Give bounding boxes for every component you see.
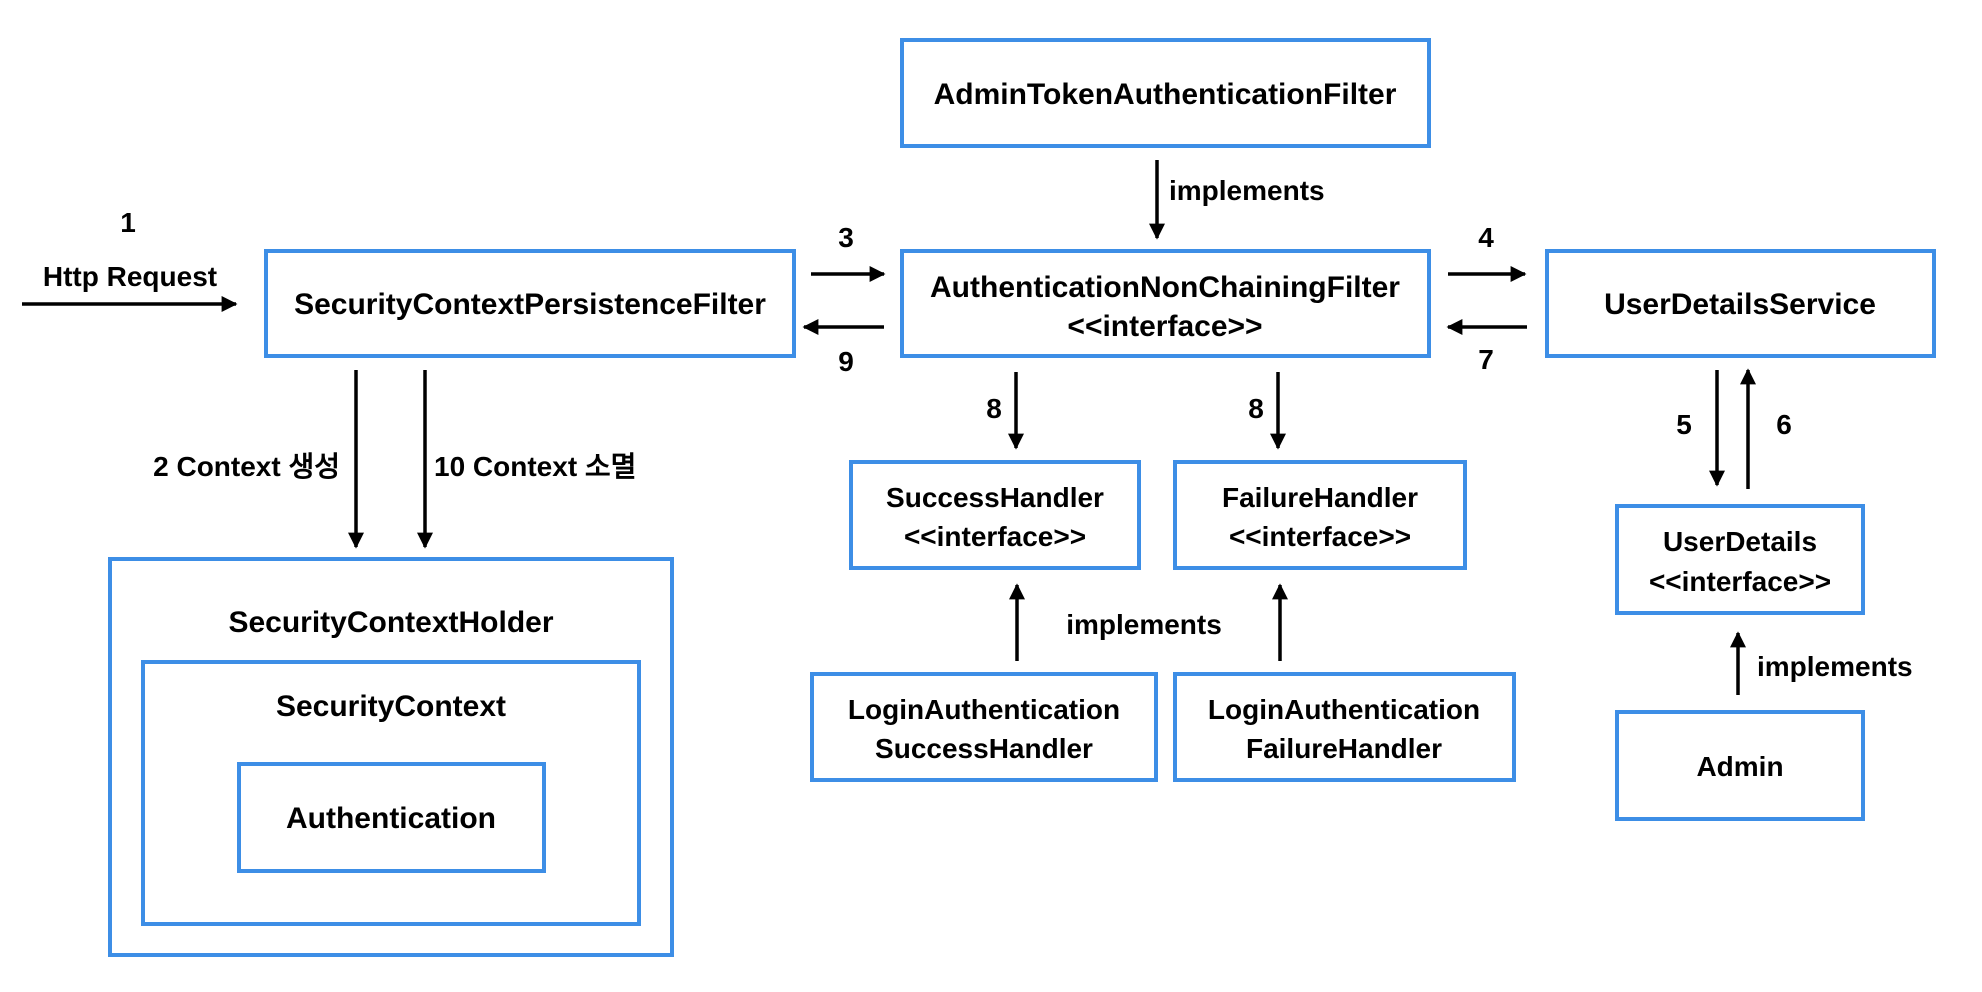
user-details-service-box: UserDetailsService <box>1545 249 1936 358</box>
login-authentication-failure-handler-label-line2: FailureHandler <box>1246 733 1442 764</box>
admin-box: Admin <box>1615 710 1865 821</box>
context-create-label: 2 Context 생성 <box>153 451 340 482</box>
user-details-stereotype: <<interface>> <box>1649 566 1831 597</box>
step-8-failure-label: 8 <box>1248 393 1264 424</box>
step-4-label: 4 <box>1478 222 1494 253</box>
security-context-persistence-filter-box: SecurityContextPersistenceFilter <box>264 249 796 358</box>
user-details-box: UserDetails <<interface>> <box>1615 504 1865 615</box>
step-1-label: 1 <box>120 207 136 238</box>
step-6-label: 6 <box>1776 409 1792 440</box>
authentication-non-chaining-filter-stereotype: <<interface>> <box>1067 310 1262 343</box>
login-authentication-failure-handler-box: LoginAuthentication FailureHandler <box>1173 672 1516 782</box>
authentication-non-chaining-filter-label: AuthenticationNonChainingFilter <box>930 271 1400 304</box>
failure-handler-stereotype: <<interface>> <box>1229 521 1411 552</box>
security-context-holder-label: SecurityContextHolder <box>228 606 553 639</box>
login-authentication-success-handler-box: LoginAuthentication SuccessHandler <box>810 672 1158 782</box>
authentication-non-chaining-filter-box: AuthenticationNonChainingFilter <<interf… <box>900 249 1431 358</box>
failure-handler-box: FailureHandler <<interface>> <box>1173 460 1467 570</box>
implements-admin-token-label: implements <box>1169 175 1325 206</box>
step-8-success-label: 8 <box>986 393 1002 424</box>
login-authentication-success-handler-label-line2: SuccessHandler <box>875 733 1093 764</box>
admin-label: Admin <box>1696 751 1783 782</box>
security-context-label: SecurityContext <box>276 690 506 723</box>
implements-handlers-label: implements <box>1066 609 1222 640</box>
context-destroy-label: 10 Context 소멸 <box>434 451 636 482</box>
step-9-label: 9 <box>838 346 854 377</box>
success-handler-stereotype: <<interface>> <box>904 521 1086 552</box>
security-context-persistence-filter-label: SecurityContextPersistenceFilter <box>294 288 766 321</box>
step-3-label: 3 <box>838 222 854 253</box>
success-handler-label: SuccessHandler <box>886 482 1104 513</box>
user-details-service-label: UserDetailsService <box>1604 288 1876 321</box>
authentication-label: Authentication <box>286 802 496 835</box>
http-request-label: Http Request <box>43 261 217 292</box>
login-authentication-failure-handler-label-line1: LoginAuthentication <box>1208 694 1480 725</box>
authentication-box: Authentication <box>237 762 546 873</box>
step-5-label: 5 <box>1676 409 1692 440</box>
implements-admin-label: implements <box>1757 651 1913 682</box>
failure-handler-label: FailureHandler <box>1222 482 1418 513</box>
success-handler-box: SuccessHandler <<interface>> <box>849 460 1141 570</box>
login-authentication-success-handler-label-line1: LoginAuthentication <box>848 694 1120 725</box>
user-details-label: UserDetails <box>1663 526 1817 557</box>
step-7-label: 7 <box>1478 344 1494 375</box>
admin-token-authentication-filter-box: AdminTokenAuthenticationFilter <box>900 38 1431 148</box>
admin-token-authentication-filter-label: AdminTokenAuthenticationFilter <box>934 78 1397 111</box>
